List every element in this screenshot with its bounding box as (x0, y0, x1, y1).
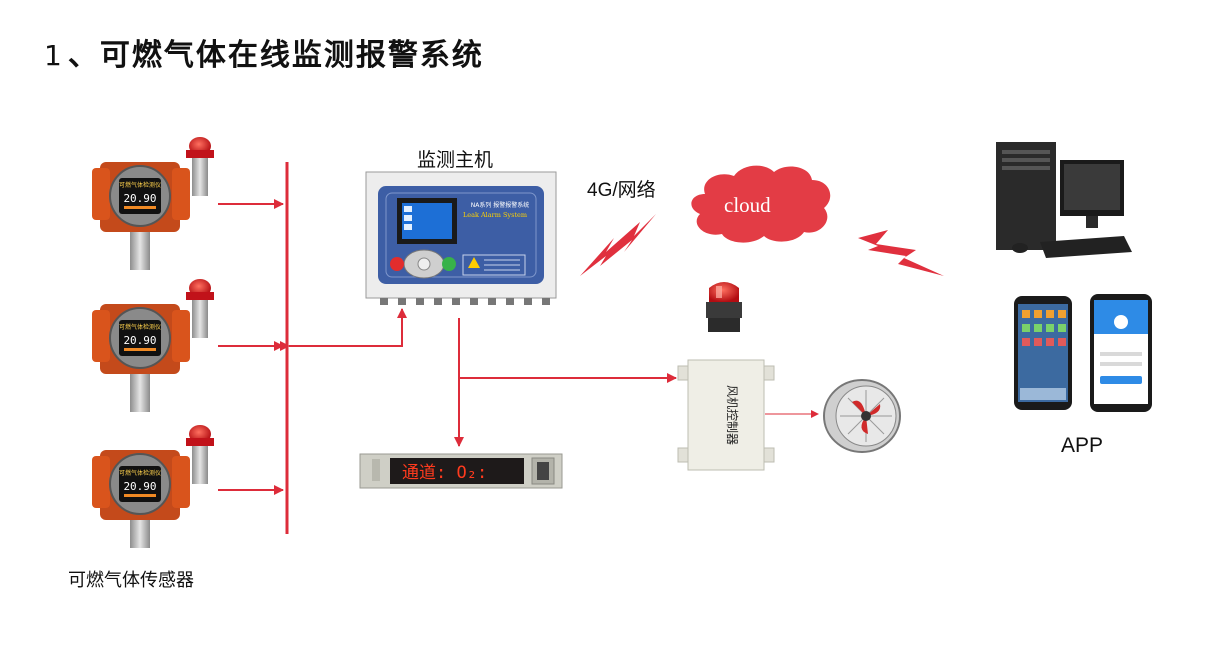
led-display-text: 通道: O₂: (402, 463, 487, 483)
sensor-1: 可燃气体检测仪 20.90 (92, 137, 214, 270)
arrow-bus-host (280, 308, 407, 351)
sensor-display-header: 可燃气体检测仪 (119, 469, 161, 477)
sensor-display-value: 20.90 (123, 334, 156, 347)
sensor-3: 可燃气体检测仪 20.90 (92, 425, 214, 548)
fan-controller-label: 风机控制器 (725, 385, 739, 445)
title-text: 、可燃气体在线监测报警系统 (67, 38, 484, 73)
sensor-2: 可燃气体检测仪 20.90 (92, 279, 214, 412)
app-label: APP (1061, 434, 1104, 457)
cloud-label: cloud (724, 193, 771, 217)
led-display: 通道: O₂: (359, 453, 563, 489)
cloud-shape (691, 165, 831, 243)
sensor-display-value: 20.90 (123, 480, 156, 493)
desktop-computer (996, 142, 1132, 258)
title-number: 1 (44, 39, 64, 72)
exhaust-fan (823, 379, 901, 453)
phone-left (1014, 296, 1072, 410)
host-unit: NA系列 报警报警系统 Leak Alarm System (365, 171, 557, 305)
fan-controller: 风机控制器 (677, 359, 775, 471)
sensor-display-header: 可燃气体检测仪 (119, 323, 161, 331)
sensors-label: 可燃气体传感器 (68, 570, 194, 590)
page-title: 1、可燃气体在线监测报警系统 (44, 30, 484, 74)
host-panel-title-cn: NA系列 报警报警系统 (471, 201, 530, 209)
sensor-display-header: 可燃气体检测仪 (119, 181, 161, 189)
alarm-lamp (706, 282, 742, 332)
sensor-display-value: 20.90 (123, 192, 156, 205)
host-panel-title-en: Leak Alarm System (463, 211, 527, 219)
network-label: 4G/网络 (587, 180, 656, 201)
signal-bolt-right (858, 230, 944, 276)
phone-right (1090, 294, 1152, 412)
signal-bolt-left (580, 214, 656, 276)
host-label: 监测主机 (417, 150, 494, 171)
